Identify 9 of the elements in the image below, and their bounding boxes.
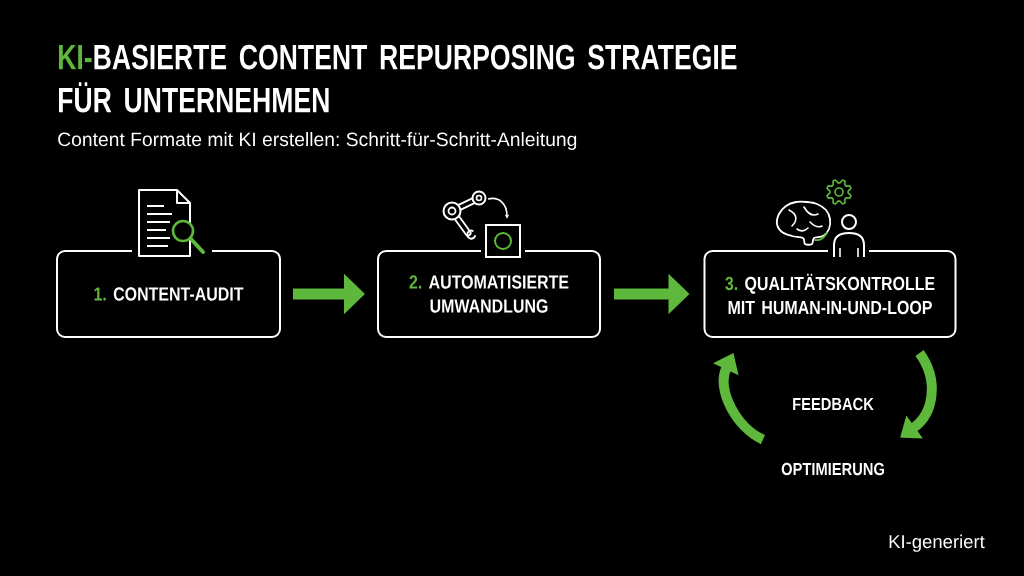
arrow — [900, 350, 937, 439]
loop-label: OPTIMIERUNG — [781, 462, 884, 476]
step-box: 2. AUTOMATISIERTE UMWANDLUNG — [377, 250, 601, 338]
step-box: 1. CONTENT-AUDIT — [56, 250, 281, 338]
subtitle: Content Formate mit KI erstellen: Schritt-für-Schritt-Anleitung — [58, 132, 577, 150]
footnote-label: KI-generiert — [889, 534, 985, 552]
title: KI-BASIERTE CONTENT REPURPOSING STRATEGIE FÜR UNTERNEHMEN — [59, 44, 737, 113]
step-box: 3. QUALITÄTSKONTROLLE MIT HUMAN-IN-UND-LOOP — [703, 250, 957, 338]
loop-label: FEEDBACK — [793, 397, 874, 411]
